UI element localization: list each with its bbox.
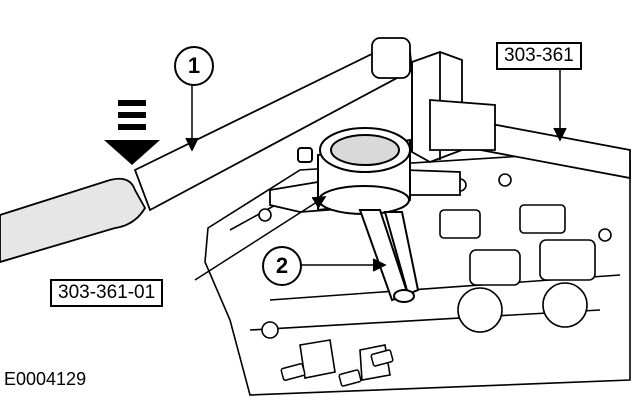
leader-lines	[185, 66, 567, 281]
force-arrow-icon	[104, 100, 160, 165]
compressor-cup	[297, 127, 411, 215]
tool-label-303-361: 303-361	[496, 42, 582, 70]
callout-2: 2	[262, 246, 302, 286]
valve-stem	[358, 209, 420, 303]
tool-label-303-361-01: 303-361-01	[50, 279, 164, 307]
figure-id: E0004129	[4, 369, 87, 389]
studs	[280, 349, 394, 387]
callout-1: 1	[174, 46, 214, 86]
pry-bar	[0, 37, 413, 263]
